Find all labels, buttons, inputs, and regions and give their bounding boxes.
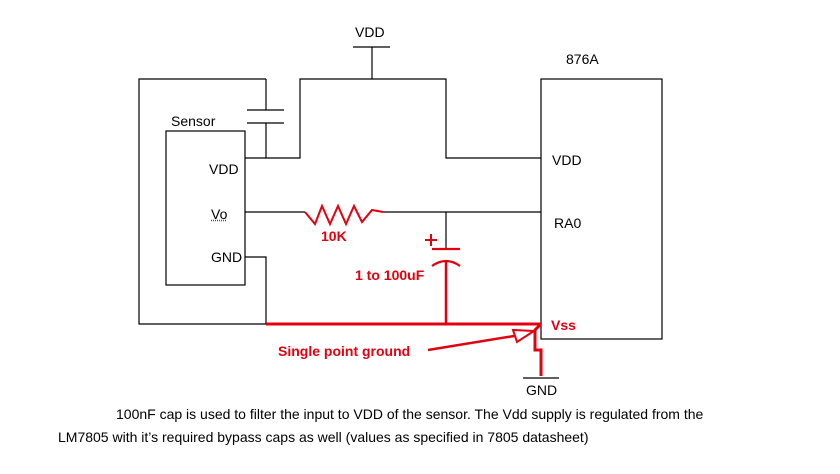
chip-vss-label: Vss [551, 317, 576, 333]
sensor-box [165, 130, 246, 286]
sensor-gnd-label: GND [211, 249, 243, 265]
chip-ra0-label: RA0 [554, 215, 582, 231]
single-point-ground-label: Single point ground [278, 343, 411, 359]
black-wires [138, 46, 663, 379]
resistor-value-label: 10K [321, 228, 347, 244]
caption-line-2: LM7805 with it’s required bypass caps as… [58, 429, 589, 445]
single-point-arrow-head [511, 328, 538, 344]
gnd-bottom-label: GND [526, 382, 558, 398]
chip-vdd-label: VDD [552, 152, 582, 168]
caption-line-1: 100nF cap is used to filter the input to… [116, 406, 704, 422]
chip-name-label: 876A [566, 51, 599, 67]
single-point-arrow-shaft [427, 333, 521, 352]
sensor-vdd-label: VDD [209, 161, 239, 177]
sensor-gnd-wire [245, 256, 267, 324]
red-annotations [266, 203, 543, 376]
resistor-zigzag [304, 203, 384, 227]
ground-stem [533, 322, 543, 376]
vdd-supply-label: VDD [355, 24, 385, 40]
vdd-wire-sensor [245, 78, 541, 159]
sensor-title-label: Sensor [171, 113, 216, 129]
capacitor-value-label: 1 to 100uF [355, 267, 425, 283]
sensor-vo-label: Vo [211, 206, 228, 222]
sensor-outer-box [138, 78, 266, 325]
chip-876a-box [540, 78, 663, 340]
